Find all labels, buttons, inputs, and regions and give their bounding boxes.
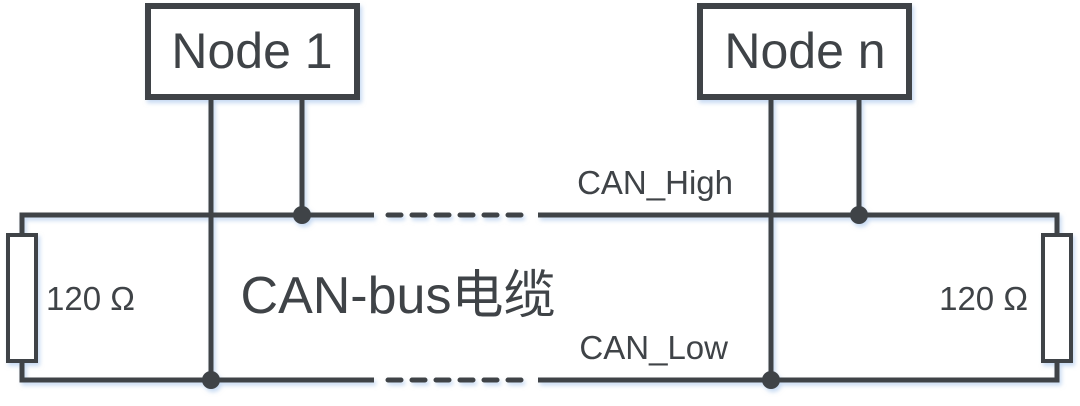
can-low-wire-right [538, 361, 1060, 383]
node-1-label: Node 1 [171, 23, 332, 79]
node-n-low-junction-dot [762, 371, 780, 389]
can-high-wire-right [538, 212, 1060, 235]
node-n-high-junction-dot [850, 206, 868, 224]
node-1-box [145, 3, 360, 100]
node-n-label: Node n [724, 23, 885, 79]
can-low-label: CAN_Low [579, 329, 728, 366]
node-1-low-junction-dot [202, 371, 220, 389]
can-high-wire-left [19, 212, 374, 235]
diagram-labels: Node 1 Node n CAN_High CAN_Low CAN-bus电缆… [46, 23, 1028, 366]
left-terminator-value: 120 Ω [46, 280, 135, 317]
can-low-wire-left [19, 361, 374, 383]
cable-label: CAN-bus电缆 [241, 267, 556, 325]
left-terminator-resistor [6, 233, 38, 363]
right-terminator-resistor [1041, 233, 1073, 363]
can-high-label: CAN_High [577, 164, 733, 201]
node-1-high-junction-dot [293, 206, 311, 224]
right-terminator-value: 120 Ω [939, 280, 1028, 317]
diagram-shapes [6, 3, 1073, 389]
node-n-box [697, 3, 912, 100]
